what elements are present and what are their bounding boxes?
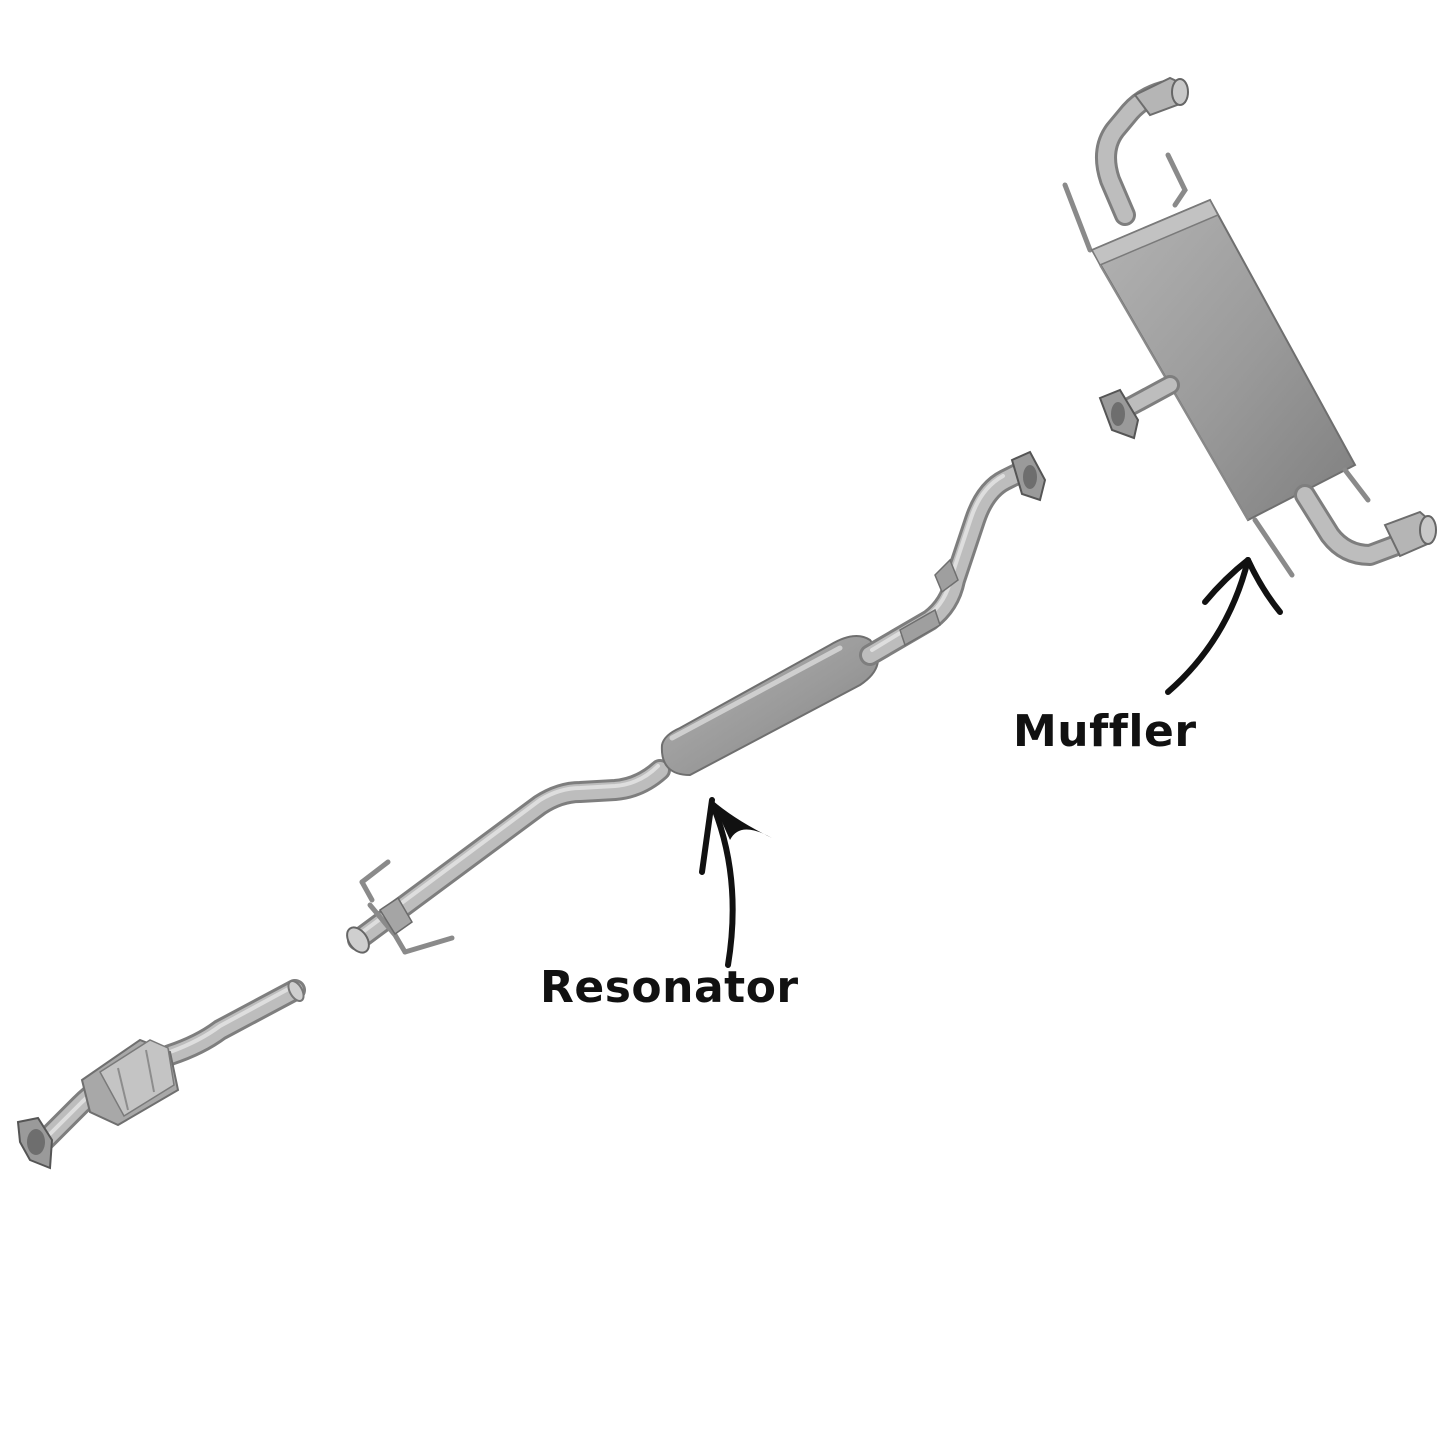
resonator-shell [660,635,879,777]
mid-pipe-resonator-section [346,450,1047,955]
curved-arrow-icon [699,797,772,968]
curved-arrow-icon-muffler [1165,557,1283,695]
catalytic-converter-section [16,979,306,1170]
resonator-label: Resonator [540,962,799,1013]
rear-muffler-section [1062,76,1437,578]
muffler-label: Muffler [1013,706,1197,757]
